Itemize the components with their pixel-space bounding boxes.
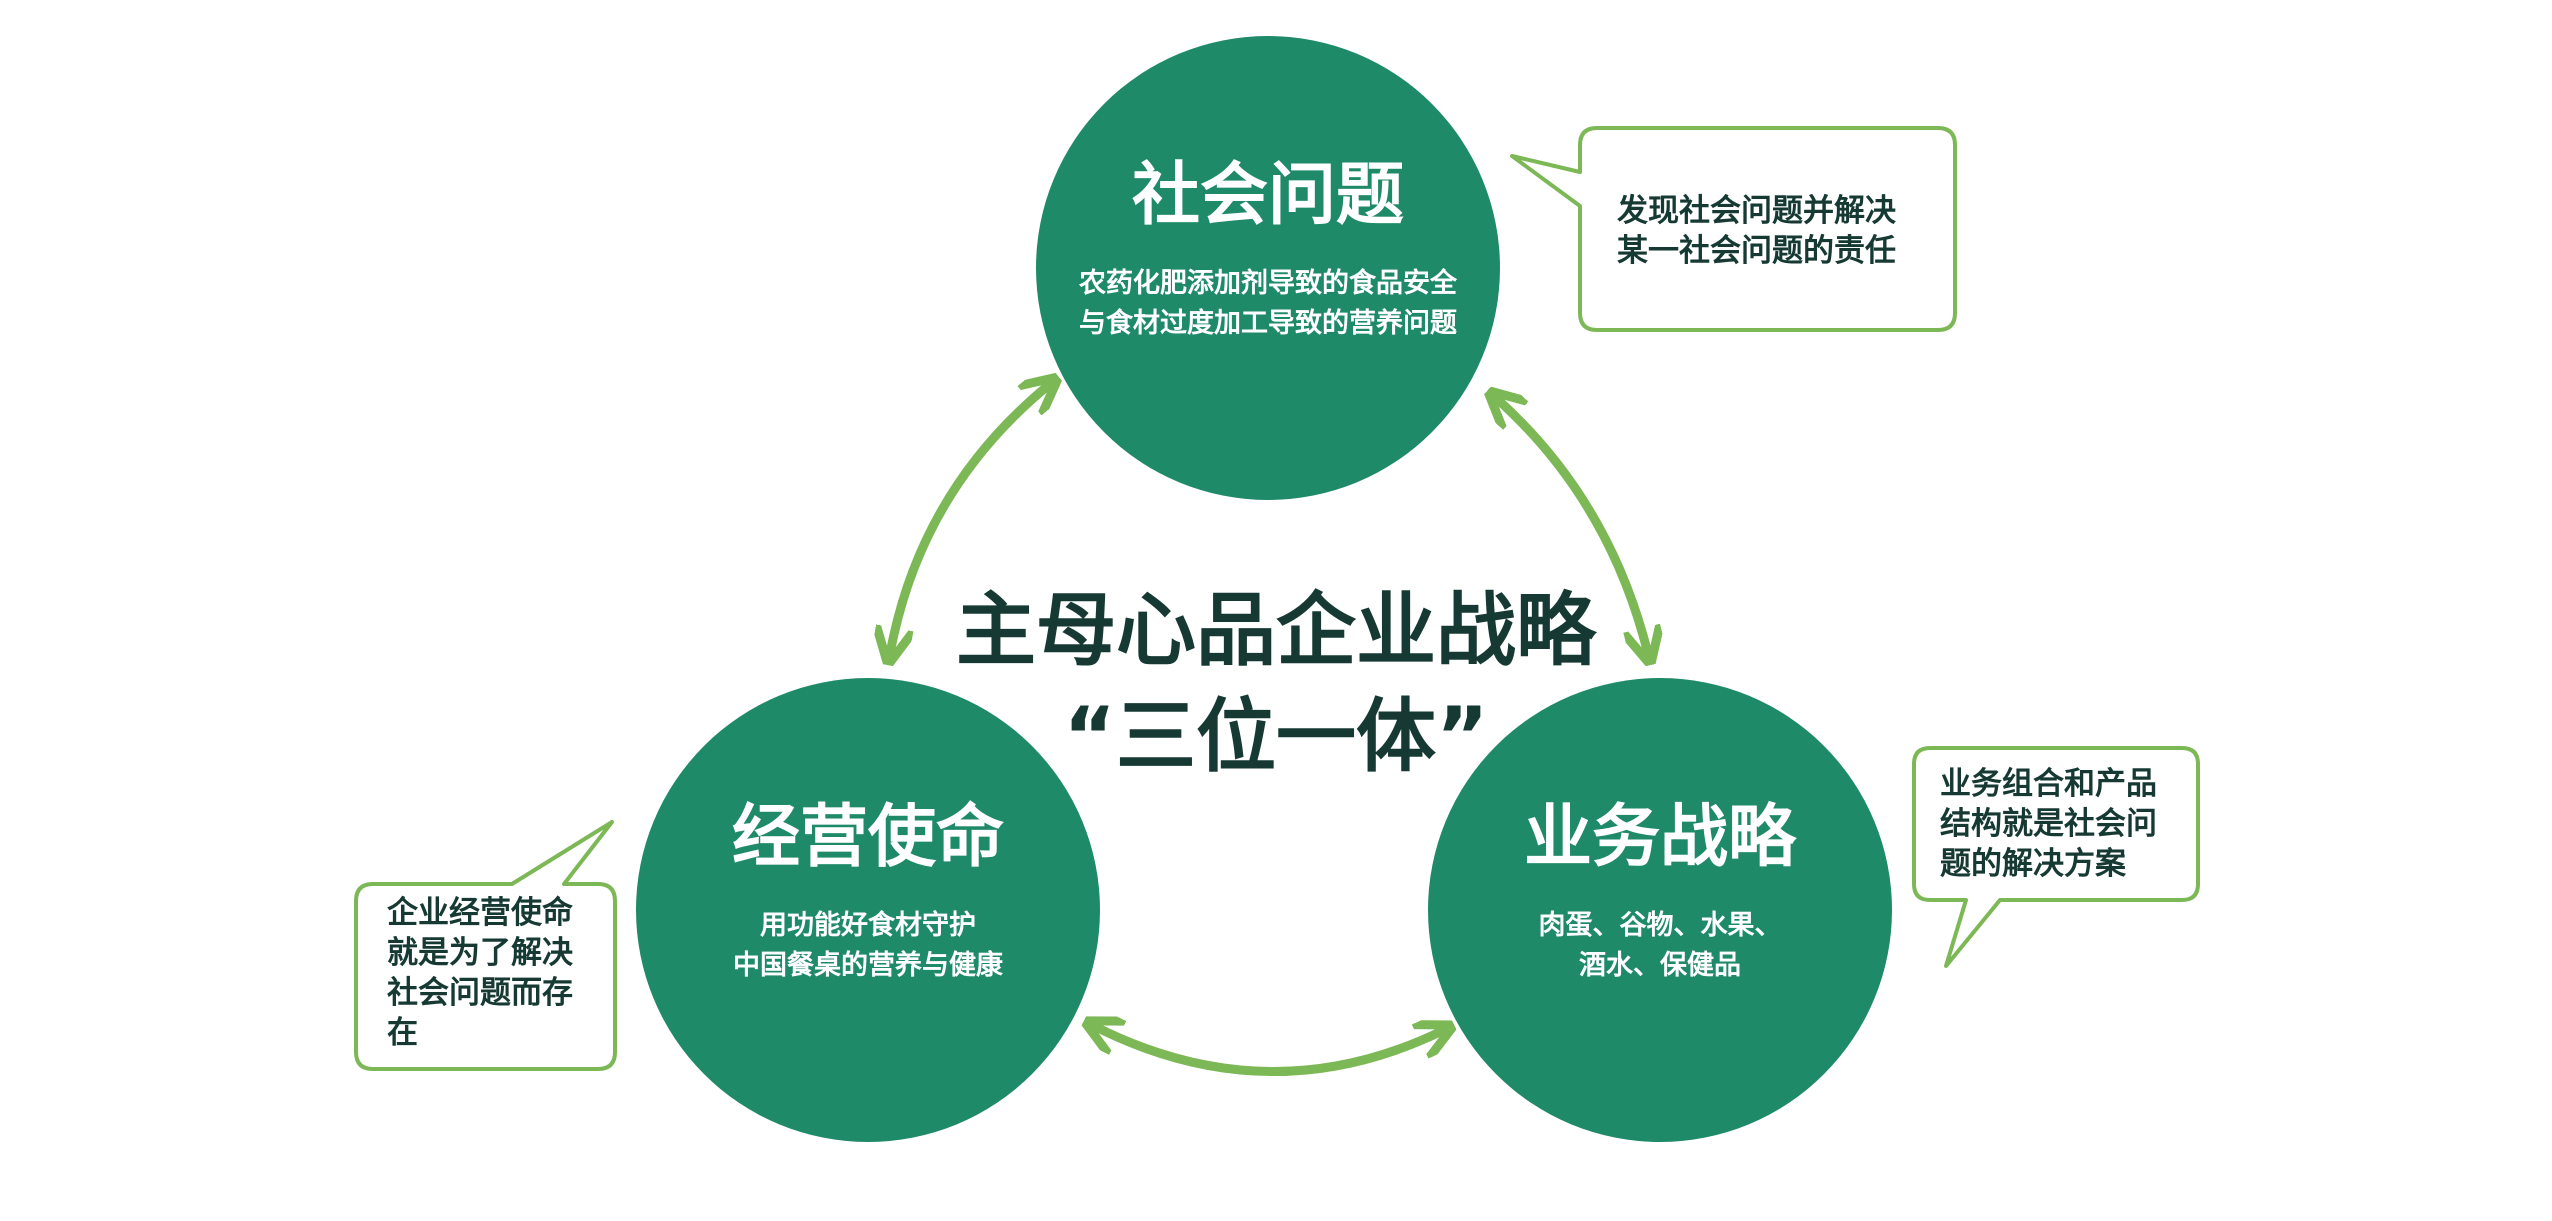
node-mission-desc-line2: 中国餐桌的营养与健康 (733, 950, 1003, 981)
note-business: 业务组合和产品 结构就是社会问 题的解决方案 (1940, 764, 2182, 884)
note-social: 发现社会问题并解决 某一社会问题的责任 (1617, 191, 1947, 271)
double-arrow-icon-left (890, 384, 1050, 654)
note-social-line2: 某一社会问题的责任 (1617, 233, 1896, 269)
node-mission-desc: 用功能好食材守护 中国餐桌的营养与健康 (670, 906, 1066, 986)
note-business-line2: 结构就是社会问 (1940, 806, 2157, 842)
note-social-line1: 发现社会问题并解决 (1617, 193, 1896, 229)
speech-bubble-icon-business (1912, 746, 2200, 968)
node-mission-desc-line1: 用功能好食材守护 (760, 910, 976, 941)
note-mission-line4: 在 (387, 1015, 418, 1051)
speech-bubble-icon-mission (354, 820, 617, 1071)
node-mission: 经营使命 用功能好食材守护 中国餐桌的营养与健康 (636, 678, 1100, 1142)
circle-business-shape (1428, 678, 1892, 1142)
node-mission-title: 经营使命 (731, 798, 1004, 877)
center-title-line2: “三位一体” (1063, 690, 1489, 783)
circle-mission-shape (636, 678, 1100, 1142)
node-business-title: 业务战略 (1523, 798, 1796, 877)
note-mission-line1: 企业经营使命 (387, 895, 573, 931)
node-social-desc: 农药化肥添加剂导致的食品安全 与食材过度加工导致的营养问题 (1070, 264, 1466, 344)
node-social-desc-line2: 与食材过度加工导致的营养问题 (1079, 308, 1457, 339)
node-social: 社会问题 农药化肥添加剂导致的食品安全 与食材过度加工导致的营养问题 (1036, 36, 1500, 500)
node-business-desc-line1: 肉蛋、谷物、水果、 (1538, 910, 1782, 941)
double-arrow-icon-right (1496, 398, 1648, 654)
node-social-title: 社会问题 (1131, 156, 1404, 235)
node-business-desc-line2: 酒水、保健品 (1579, 950, 1741, 981)
node-social-desc-line1: 农药化肥添加剂导致的食品安全 (1079, 268, 1457, 299)
note-mission-line2: 就是为了解决 (387, 935, 573, 971)
center-title-line1: 主母心品企业战略 (956, 584, 1596, 677)
node-business: 业务战略 肉蛋、谷物、水果、 酒水、保健品 (1428, 678, 1892, 1142)
speech-bubble-icon-social (1510, 126, 1957, 332)
note-mission-line3: 社会问题而存 (387, 975, 573, 1011)
node-business-desc: 肉蛋、谷物、水果、 酒水、保健品 (1462, 906, 1858, 986)
note-mission: 企业经营使命 就是为了解决 社会问题而存 在 (387, 893, 609, 1053)
circle-social-shape (1036, 36, 1500, 500)
center-title: 主母心品企业战略 “三位一体” (876, 578, 1676, 790)
double-arrow-icon-bottom (1094, 1026, 1444, 1076)
note-business-line1: 业务组合和产品 (1940, 766, 2157, 802)
note-business-line3: 题的解决方案 (1940, 846, 2126, 882)
